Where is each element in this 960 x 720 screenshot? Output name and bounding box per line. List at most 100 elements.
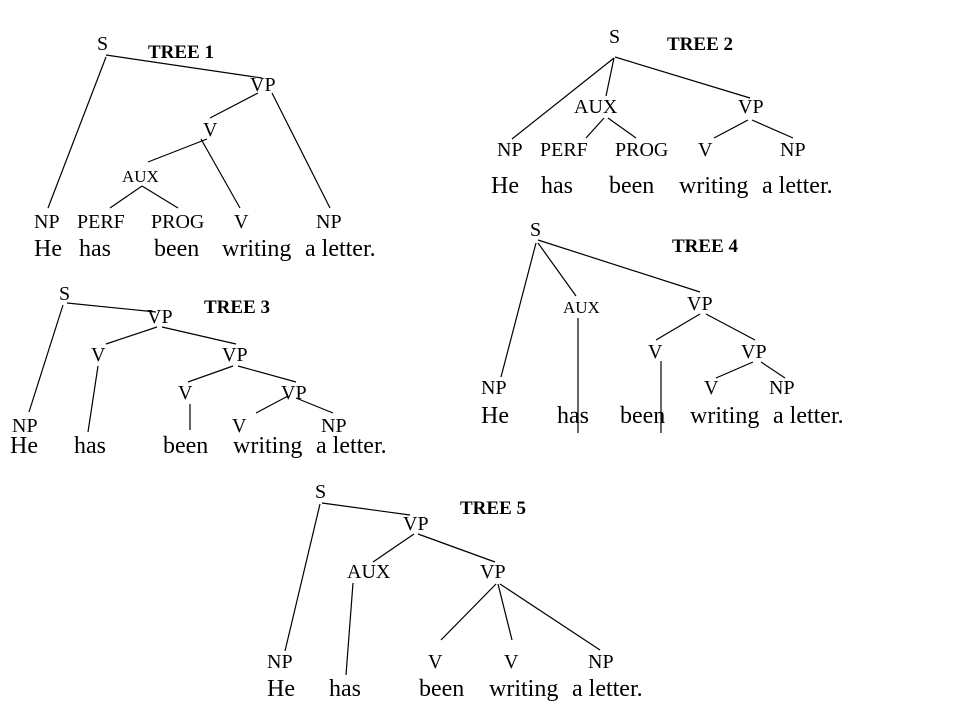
tree-5-word-a-letter: a letter.	[572, 676, 643, 702]
tree-5-node-vp2: VP	[480, 561, 506, 583]
tree-1-word-a-letter: a letter.	[305, 236, 376, 262]
tree-3-node-vp1: VP	[147, 306, 173, 328]
tree-2-edge-s-np	[511, 57, 615, 140]
tree-4-edge-vp1-vp2	[705, 313, 756, 341]
tree-3-edge-s-vp	[66, 302, 157, 313]
tree-3-node-np2: NP	[321, 415, 347, 437]
tree-1-edge-vp-v	[209, 92, 259, 119]
tree-1-node-np2: NP	[316, 211, 342, 233]
tree-2-edge-aux-prog	[607, 117, 637, 139]
tree-5-node-vp1: VP	[403, 513, 429, 535]
tree-5-node-np1: NP	[267, 651, 293, 673]
tree-5-node-v2: V	[504, 651, 519, 673]
tree-1-node-perf: PERF	[77, 211, 125, 233]
tree-5-node-s: S	[315, 481, 326, 503]
tree-2-edge-s-aux	[605, 57, 615, 97]
tree-4-edge-vp1-v	[655, 313, 701, 341]
tree-5-title: TREE 5	[460, 498, 526, 519]
tree-2-word-a-letter: a letter.	[762, 173, 833, 199]
tree-4-node-aux: AUX	[563, 298, 600, 317]
tree-2-node-s: S	[609, 26, 620, 48]
tree-2-node-np2: NP	[780, 139, 806, 161]
tree-1-word-he: He	[34, 236, 62, 262]
tree-2-word-he: He	[491, 173, 519, 199]
tree-1-node-prog: PROG	[151, 211, 204, 233]
tree-1-node-aux: AUX	[122, 167, 159, 186]
tree-1-node-vp: VP	[250, 74, 276, 96]
tree-2-node-vp: VP	[738, 96, 764, 118]
tree-3-title: TREE 3	[204, 297, 270, 318]
tree-1-word-has: has	[79, 236, 111, 262]
tree-2-title: TREE 2	[667, 34, 733, 55]
tree-1-edge-v-v	[200, 138, 241, 209]
tree-1-word-writing: writing	[222, 236, 291, 262]
tree-1-edge-v-aux	[147, 138, 208, 163]
tree-2-node-v: V	[698, 139, 713, 161]
tree-5-edge-aux-has	[345, 582, 354, 676]
tree-4-word-he: He	[481, 403, 509, 429]
tree-5-edge-vp2-v2	[497, 583, 513, 641]
tree-2-edge-vp-np	[751, 119, 794, 139]
tree-4-title: TREE 4	[672, 236, 738, 257]
tree-3-node-np1: NP	[12, 415, 38, 437]
tree-3-word-he: He	[10, 433, 38, 459]
tree-1: TREE 1 S VP V AUX NP PERF PROG V NP He h…	[34, 33, 376, 262]
tree-4: TREE 4 S AUX VP V VP NP V NP He has been…	[481, 219, 844, 433]
tree-4-edge-vp2-np	[760, 361, 786, 379]
tree-5-node-v1: V	[428, 651, 443, 673]
tree-5-word-he: He	[267, 676, 295, 702]
tree-3-edge-v1-has	[87, 365, 99, 433]
tree-3-word-writing: writing	[233, 433, 302, 459]
tree-2-node-perf: PERF	[540, 139, 588, 161]
tree-4-word-writing: writing	[690, 403, 759, 429]
tree-5-edge-vp1-aux	[372, 533, 415, 563]
tree-4-node-s: S	[530, 219, 541, 241]
tree-2: TREE 2 S AUX VP NP PERF PROG V NP He has…	[491, 26, 833, 199]
tree-5-edge-vp2-np	[499, 583, 601, 651]
tree-1-edge-aux-prog	[141, 185, 179, 209]
tree-2-edge-vp-v	[713, 119, 749, 139]
tree-5-node-np2: NP	[588, 651, 614, 673]
tree-1-edge-aux-perf	[109, 185, 143, 209]
tree-3-node-v1: V	[91, 344, 106, 366]
tree-5-word-has: has	[329, 676, 361, 702]
tree-4-node-vp1: VP	[687, 293, 713, 315]
tree-1-node-s: S	[97, 33, 108, 55]
tree-5-edge-vp1-vp2	[417, 533, 496, 563]
tree-4-node-vp2: VP	[741, 341, 767, 363]
tree-3-node-v3: V	[232, 415, 247, 437]
tree-5-edge-s-vp	[321, 502, 411, 516]
tree-1-edge-vp-np	[271, 92, 331, 209]
tree-4-word-a-letter: a letter.	[773, 403, 844, 429]
tree-3-edge-vp3-v	[255, 395, 289, 414]
tree-3-edge-vp1-vp2	[161, 326, 237, 345]
tree-5-node-aux: AUX	[347, 561, 391, 583]
tree-2-edge-s-vp	[614, 56, 751, 99]
tree-3: TREE 3 S VP V VP V VP NP V NP He has bee…	[10, 283, 387, 459]
tree-4-word-been: been	[620, 403, 665, 429]
tree-3-node-v2: V	[178, 382, 193, 404]
tree-2-word-has: has	[541, 173, 573, 199]
tree-3-edge-vp3-np	[295, 397, 334, 414]
tree-2-node-prog: PROG	[615, 139, 668, 161]
tree-5-edge-vp2-v1	[440, 583, 497, 641]
tree-1-edge-s-np	[47, 56, 107, 209]
tree-1-node-v-top: V	[203, 119, 218, 141]
tree-2-word-writing: writing	[679, 173, 748, 199]
tree-2-node-np1: NP	[497, 139, 523, 161]
tree-4-edge-s-aux	[537, 242, 577, 297]
tree-3-edge-vp2-v	[187, 365, 234, 383]
tree-4-node-np2: NP	[769, 377, 795, 399]
tree-1-edge-s-vp	[105, 54, 263, 79]
tree-2-edge-aux-perf	[585, 117, 605, 139]
tree-3-node-vp2: VP	[222, 344, 248, 366]
tree-3-node-s: S	[59, 283, 70, 305]
tree-3-edge-vp2-vp3	[237, 365, 297, 383]
tree-3-word-has: has	[74, 433, 106, 459]
tree-4-edge-vp2-v	[715, 361, 754, 379]
tree-4-edge-s-np	[500, 242, 537, 378]
tree-4-node-v2: V	[704, 377, 719, 399]
tree-5-edge-s-np	[284, 503, 321, 652]
tree-5-word-writing: writing	[489, 676, 558, 702]
